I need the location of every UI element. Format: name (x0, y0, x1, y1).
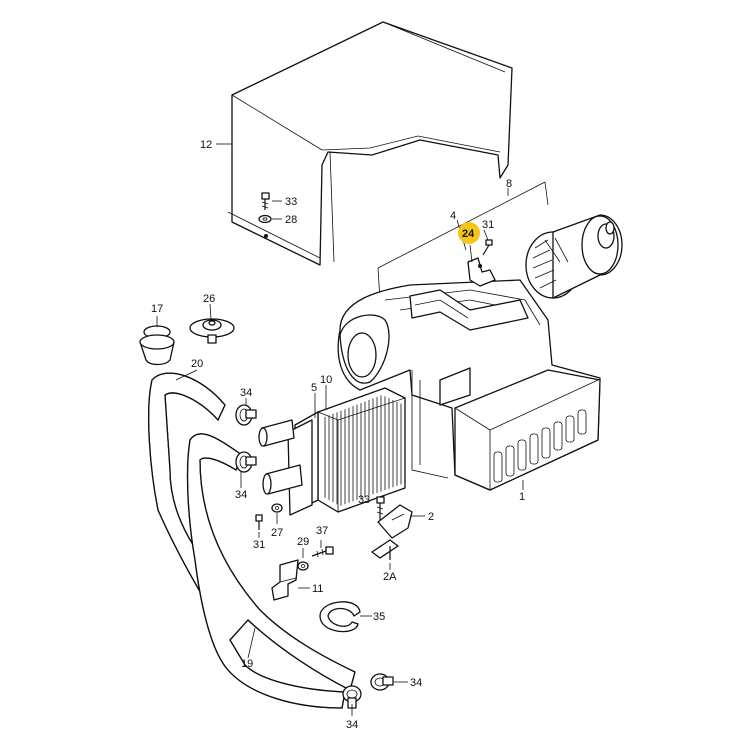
screw-31-lower (255, 514, 263, 530)
cover-panel (227, 21, 513, 266)
label-34-upper: 34 (240, 387, 252, 399)
label-34-middle: 34 (235, 489, 247, 501)
label-33-lower: 33 (358, 494, 370, 506)
top-frame-bracket (409, 289, 529, 331)
heat-exchanger (287, 387, 406, 516)
label-5: 5 (311, 382, 317, 394)
label-11: 11 (312, 583, 323, 595)
label-8: 8 (506, 178, 512, 190)
heater-pipe-lower (262, 464, 303, 495)
label-31-upper: 31 (482, 219, 494, 231)
blower-motor (525, 214, 623, 299)
label-34-lower-left: 34 (346, 719, 358, 731)
heater-housing (337, 279, 601, 491)
washer-28 (258, 214, 272, 224)
label-24[interactable]: 24 (462, 228, 475, 240)
label-2: 2 (428, 511, 434, 523)
label-17: 17 (151, 303, 163, 315)
washer-29 (297, 561, 309, 571)
label-28: 28 (285, 214, 297, 226)
grommet-26 (189, 318, 235, 344)
callout-labels: 12 33 28 8 4 31 24 17 26 20 34 5 10 34 1… (151, 139, 525, 731)
screw-37 (311, 546, 334, 558)
label-27: 27 (271, 527, 283, 539)
label-26: 26 (203, 293, 215, 305)
hose-19 (186, 433, 356, 709)
hose-clamp-34-middle (235, 451, 257, 473)
screw-33-lower (376, 496, 385, 520)
label-37: 37 (316, 525, 328, 537)
screw-31-upper (482, 239, 493, 256)
washer-27 (271, 503, 283, 513)
label-31-lower: 31 (253, 539, 265, 551)
label-33-upper: 33 (285, 196, 297, 208)
grommet-17 (139, 325, 175, 366)
screw-33-upper (261, 192, 270, 210)
label-10: 10 (320, 374, 332, 386)
heater-pipe-upper (258, 419, 295, 447)
label-29: 29 (297, 536, 309, 548)
label-12: 12 (200, 139, 212, 151)
clip-2a (371, 539, 399, 560)
label-20: 20 (191, 358, 203, 370)
hose-clamp-34-lower-left (342, 685, 362, 709)
hose-clamp-34-lower-right (370, 673, 394, 691)
bracket-2 (377, 504, 413, 539)
label-34-lower-right: 34 (410, 677, 422, 689)
label-4: 4 (450, 210, 456, 222)
label-35: 35 (373, 611, 385, 623)
bracket-11 (271, 559, 299, 601)
bracket-24 (467, 257, 496, 287)
clamp-35 (319, 601, 361, 633)
highlight-marker[interactable] (458, 222, 480, 244)
label-2a: 2A (383, 571, 397, 583)
hose-clamp-34-upper (235, 404, 257, 426)
label-19: 19 (241, 658, 253, 670)
label-1: 1 (519, 491, 525, 503)
